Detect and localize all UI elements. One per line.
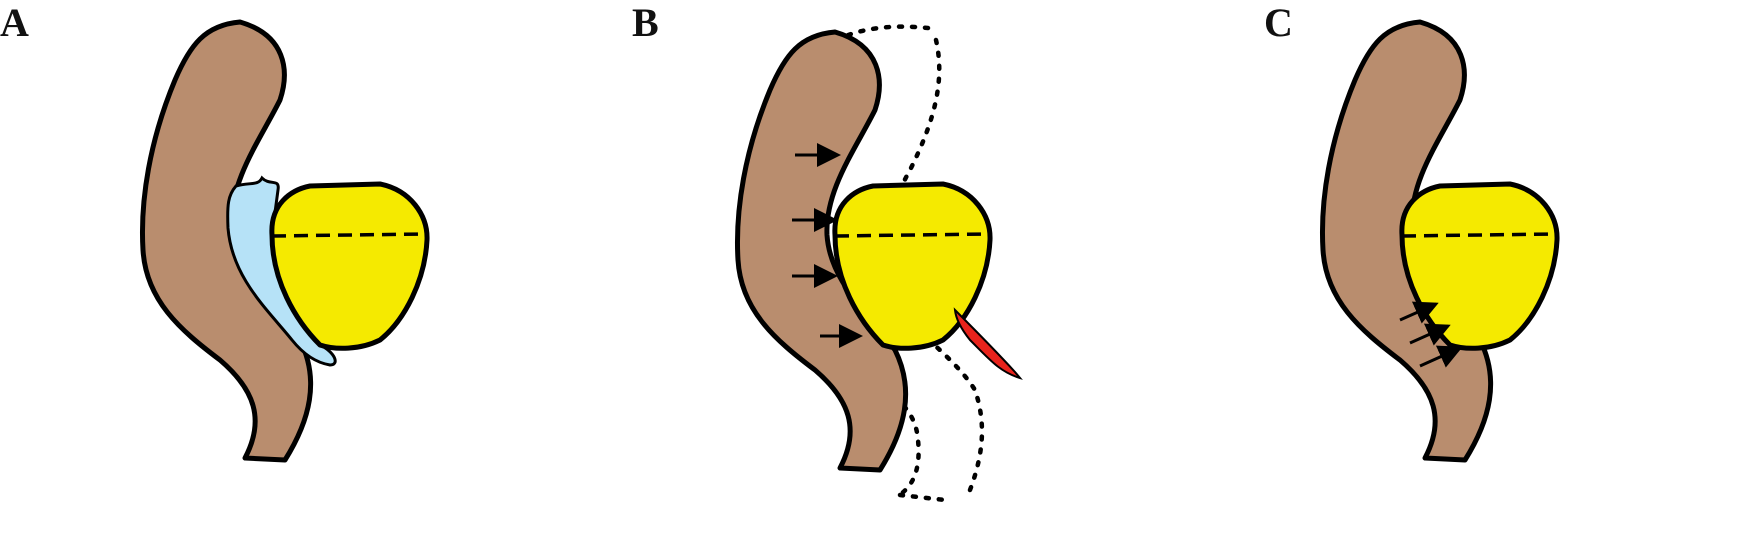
contact-region — [953, 307, 1023, 380]
fluid-layer — [226, 175, 337, 367]
prostate-midline — [1401, 232, 1558, 238]
panel-label-b: B — [632, 0, 659, 45]
rectum-centerline — [881, 37, 985, 493]
panel-label-c: C — [1264, 0, 1293, 45]
prostate-midline — [834, 232, 991, 238]
prostate-midline — [271, 232, 428, 238]
panel-c: C — [1264, 0, 1557, 460]
panel-label-a: A — [0, 0, 29, 45]
panel-b: B — [632, 0, 1023, 503]
original-rectum-bottom — [897, 492, 948, 503]
arrow — [1409, 323, 1451, 346]
arrow — [1399, 301, 1439, 324]
arrow — [1419, 345, 1463, 368]
panel-a: A — [0, 0, 427, 460]
